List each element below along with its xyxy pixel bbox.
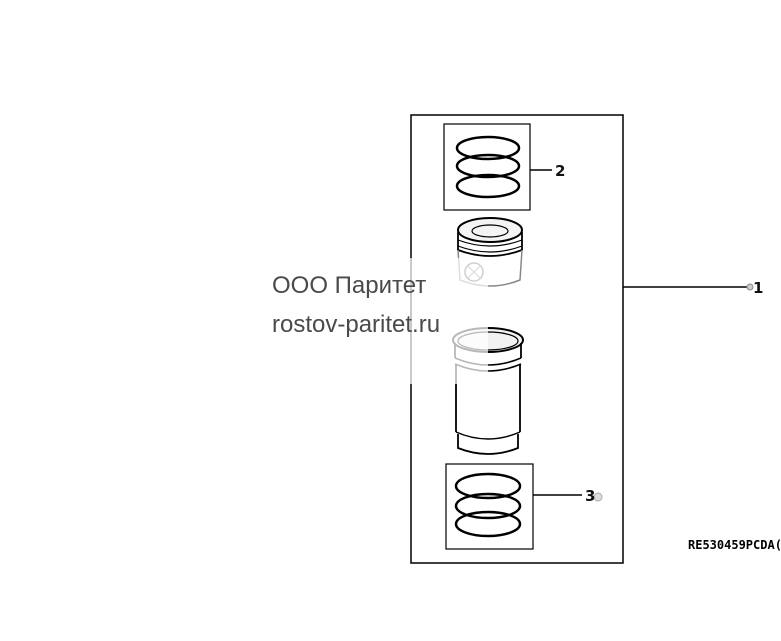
callout-label-2: 2 xyxy=(555,162,565,180)
piston-ring-middle xyxy=(455,153,521,179)
piston-rings-group xyxy=(443,123,531,211)
seal-ring-middle xyxy=(454,492,522,520)
callout-label-3: 3 xyxy=(585,487,595,505)
watermark-backdrop xyxy=(248,258,488,384)
seal-ring-bottom xyxy=(454,510,522,538)
watermark-company-name: ООО Паритет xyxy=(272,272,427,299)
liner-seal-rings-group xyxy=(445,463,534,550)
leader-dot-3 xyxy=(593,492,603,502)
part-code: RE530459PCDA( xyxy=(688,538,781,552)
leader-dot-1 xyxy=(746,283,754,291)
piston-ring-bottom xyxy=(455,173,521,199)
seal-ring-top xyxy=(454,472,522,500)
liner-seal-rings-box xyxy=(445,463,534,550)
watermark-website: rostov-paritet.ru xyxy=(272,311,441,338)
callout-label-1: 1 xyxy=(753,279,763,297)
piston-ring-top xyxy=(455,135,521,161)
piston xyxy=(457,217,523,287)
piston-rings-box xyxy=(443,123,531,211)
